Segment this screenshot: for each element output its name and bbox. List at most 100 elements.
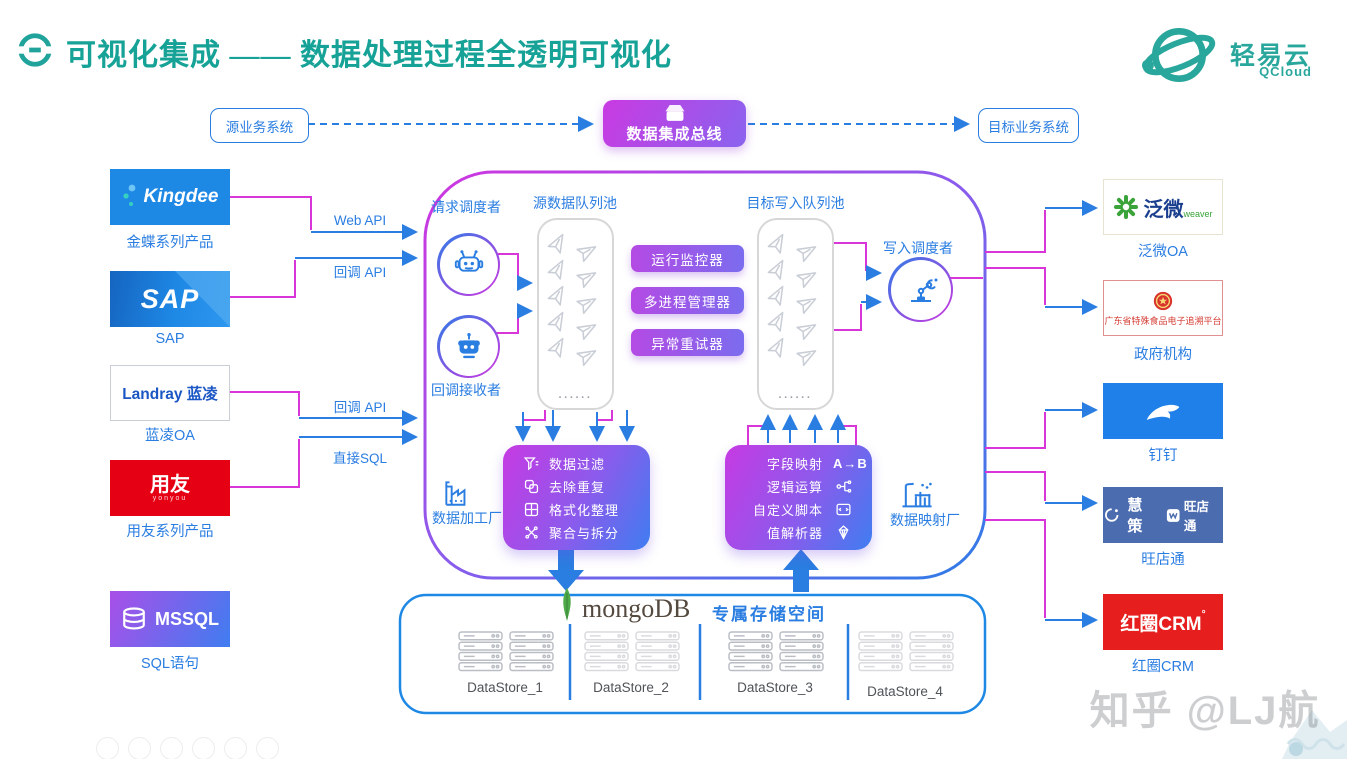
processor-row-label: 聚合与拆分 — [549, 525, 620, 541]
processor-row: 格式化整理 — [503, 500, 650, 519]
page-title: 可视化集成 —— 数据处理过程全透明可视化 — [66, 39, 672, 72]
api-label-callback-1: 回调 API — [333, 265, 387, 280]
gov-platform-logo: 广东省特殊食品电子追溯平台 — [1103, 280, 1223, 336]
weaver-label: 泛微OA — [1138, 244, 1188, 260]
mssql-wordmark: MSSQL — [154, 608, 219, 629]
callback-receiver-node — [437, 315, 500, 378]
integration-bus-node: 数据集成总线 — [603, 100, 746, 147]
processor-row: 聚合与拆分 — [503, 523, 650, 542]
processor-row-label: 格式化整理 — [549, 502, 620, 518]
mapper-row-label: 逻辑运算 — [766, 479, 823, 495]
datastore-servers-2 — [584, 631, 680, 672]
landray-label: 蓝凌OA — [145, 428, 195, 444]
ghost-icon — [160, 737, 183, 759]
weaver-sub-wordmark: weaver — [1183, 209, 1213, 219]
hongquan-wordmark: 红圈CRM° — [1120, 608, 1206, 635]
yonyou-logo: 用友 yonyou — [110, 460, 230, 516]
qcloud-logo-icon — [1142, 27, 1216, 83]
gov-label: 政府机构 — [1134, 347, 1192, 363]
weaver-logo: 泛微 weaver — [1103, 179, 1223, 235]
datastore-servers-1 — [458, 631, 554, 672]
weaver-star-icon — [1114, 195, 1139, 219]
logic-branch-icon — [836, 479, 852, 493]
national-emblem-icon — [1153, 291, 1173, 310]
storage-title: 专属存储空间 — [712, 605, 826, 624]
footer-ghost-icons — [96, 737, 279, 759]
source-system-node: 源业务系统 — [210, 108, 309, 143]
data-processor-box: 数据过滤 去除重复 格式化整理 聚合与拆分 — [503, 445, 650, 550]
ghost-icon — [256, 737, 279, 759]
mapping-badge: A→B — [833, 455, 868, 471]
mapping-factory-icon — [902, 482, 932, 508]
hongquan-label: 红圈CRM — [1131, 659, 1195, 675]
ghost-icon — [192, 737, 215, 759]
mapper-row: 逻辑运算 — [725, 477, 872, 496]
kingdee-wordmark: Kingdee — [143, 186, 219, 207]
api-label-sql: 直接SQL — [332, 451, 387, 466]
link-icon — [16, 33, 54, 67]
split-merge-icon — [525, 525, 538, 539]
sap-logo: SAP — [110, 271, 230, 327]
queue-dots: ······ — [778, 392, 813, 404]
api-label-callback-2: 回调 API — [333, 400, 387, 415]
monitor-pill-multiprocess: 多进程管理器 — [631, 287, 744, 314]
kingdee-dots-icon — [122, 184, 135, 206]
ghost-icon — [224, 737, 247, 759]
wangdiantong-label: 旺店通 — [1141, 552, 1185, 568]
wangdiantong-wordmark: 旺店通 — [1183, 500, 1209, 533]
processor-row-label: 数据过滤 — [549, 456, 606, 472]
ghost-icon — [96, 737, 119, 759]
api-label-web: Web API — [333, 213, 387, 228]
wangdiantong-logo: 慧策 旺店通 — [1103, 487, 1223, 543]
factory-icon — [445, 481, 466, 506]
brand-name: 轻易云 — [1230, 42, 1312, 70]
target-system-node: 目标业务系统 — [978, 108, 1079, 143]
kingdee-label: 金蝶系列产品 — [126, 235, 214, 251]
robot-receiver-icon — [457, 332, 480, 358]
source-queue-title: 源数据队列池 — [533, 195, 617, 211]
watermark: 知乎 @LJ航 — [1089, 689, 1321, 733]
datastore-servers-4 — [858, 631, 954, 672]
datastore-servers-3 — [728, 631, 824, 672]
mssql-logo: MSSQL — [110, 591, 230, 647]
queue-dots: ······ — [558, 392, 593, 404]
bus-hub-label: 数据集成总线 — [626, 125, 723, 143]
target-queue-pool: ······ — [757, 218, 834, 410]
brand-subtitle: QCloud — [1259, 64, 1312, 79]
datastore-label-1: DataStore_1 — [467, 680, 543, 695]
filter-icon — [523, 456, 539, 470]
mapper-row-label: 字段映射 — [766, 456, 823, 472]
monitor-pill-retry: 异常重试器 — [631, 329, 744, 356]
mapper-row: 值解析器 — [725, 523, 872, 542]
factory-left-label: 数据加工厂 — [432, 510, 502, 526]
gov-platform-wordmark: 广东省特殊食品电子追溯平台 — [1104, 315, 1222, 326]
kingdee-logo: Kingdee — [110, 169, 230, 225]
landray-logo: Landray 蓝凌 — [110, 365, 230, 421]
wangdiantong-badge: 旺店通 — [1163, 495, 1223, 535]
mongodb-wordmark: mongoDB — [582, 594, 691, 623]
degree-mark: ° — [1201, 608, 1206, 620]
mssql-label: SQL语句 — [140, 656, 199, 672]
processor-row: 去除重复 — [503, 477, 650, 496]
write-scheduler-node — [888, 257, 953, 322]
grid-icon — [524, 502, 539, 516]
sap-label: SAP — [155, 331, 185, 347]
write-scheduler-label: 写入调度者 — [883, 240, 953, 256]
bus-box-icon — [665, 104, 684, 121]
robot-icon — [454, 249, 483, 272]
datastore-label-3: DataStore_3 — [737, 680, 813, 695]
yonyou-wordmark: 用友 — [150, 473, 190, 496]
yonyou-label: 用友系列产品 — [126, 524, 214, 540]
dingtalk-logo — [1103, 383, 1223, 439]
landray-wordmark: Landray 蓝凌 — [122, 386, 218, 403]
datastore-label-4: DataStore_4 — [867, 684, 943, 699]
source-queue-pool: ······ — [537, 218, 614, 410]
script-icon — [836, 503, 851, 515]
mapper-row-label: 自定义脚本 — [752, 502, 823, 518]
request-scheduler-node — [437, 233, 500, 296]
factory-right-label: 数据映射厂 — [890, 512, 960, 528]
yonyou-sub-wordmark: yonyou — [152, 494, 188, 502]
dingtalk-wing-icon — [1146, 404, 1180, 420]
dedupe-icon — [524, 479, 539, 493]
